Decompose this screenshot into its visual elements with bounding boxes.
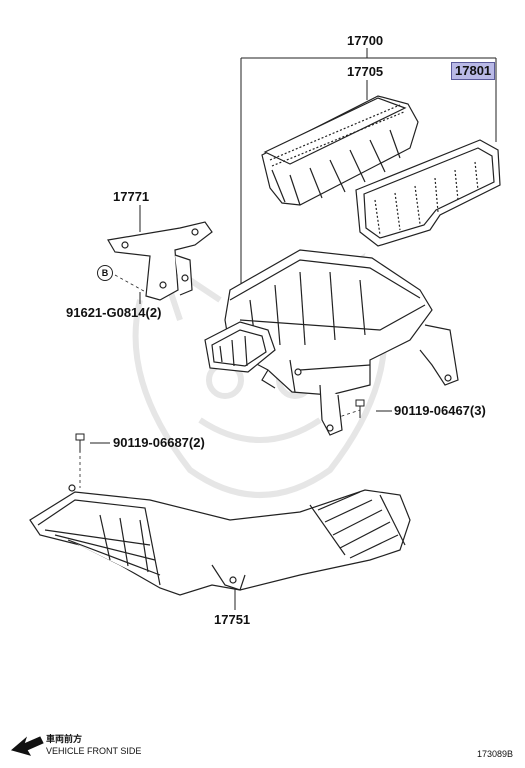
callout-90119-06687: 90119-06687(2) [113, 435, 205, 450]
bolt-left [75, 433, 85, 452]
air-cleaner-case [204, 249, 459, 436]
callout-17801[interactable]: 17801 [451, 62, 496, 80]
b-marker: B [97, 265, 113, 281]
callout-17700: 17700 [347, 33, 384, 48]
air-cleaner-cap [261, 95, 419, 206]
callout-90119-06467: 90119-06467(3) [394, 403, 486, 418]
bracket-17771 [107, 221, 213, 301]
direction-japanese: 車両前方 [46, 734, 83, 744]
callout-17771: 17771 [113, 189, 150, 204]
leader-lines [90, 48, 497, 610]
callout-91621-g0814: 91621-G0814(2) [66, 305, 162, 320]
figure-id: 173089B [477, 749, 514, 759]
direction-english: VEHICLE FRONT SIDE [46, 746, 142, 756]
bolt-right [355, 399, 365, 418]
air-filter-element [355, 139, 501, 247]
intake-duct-17751 [29, 484, 411, 596]
callout-17705: 17705 [347, 64, 384, 79]
callout-17751: 17751 [214, 612, 251, 627]
vehicle-front-arrow-icon [10, 736, 44, 756]
